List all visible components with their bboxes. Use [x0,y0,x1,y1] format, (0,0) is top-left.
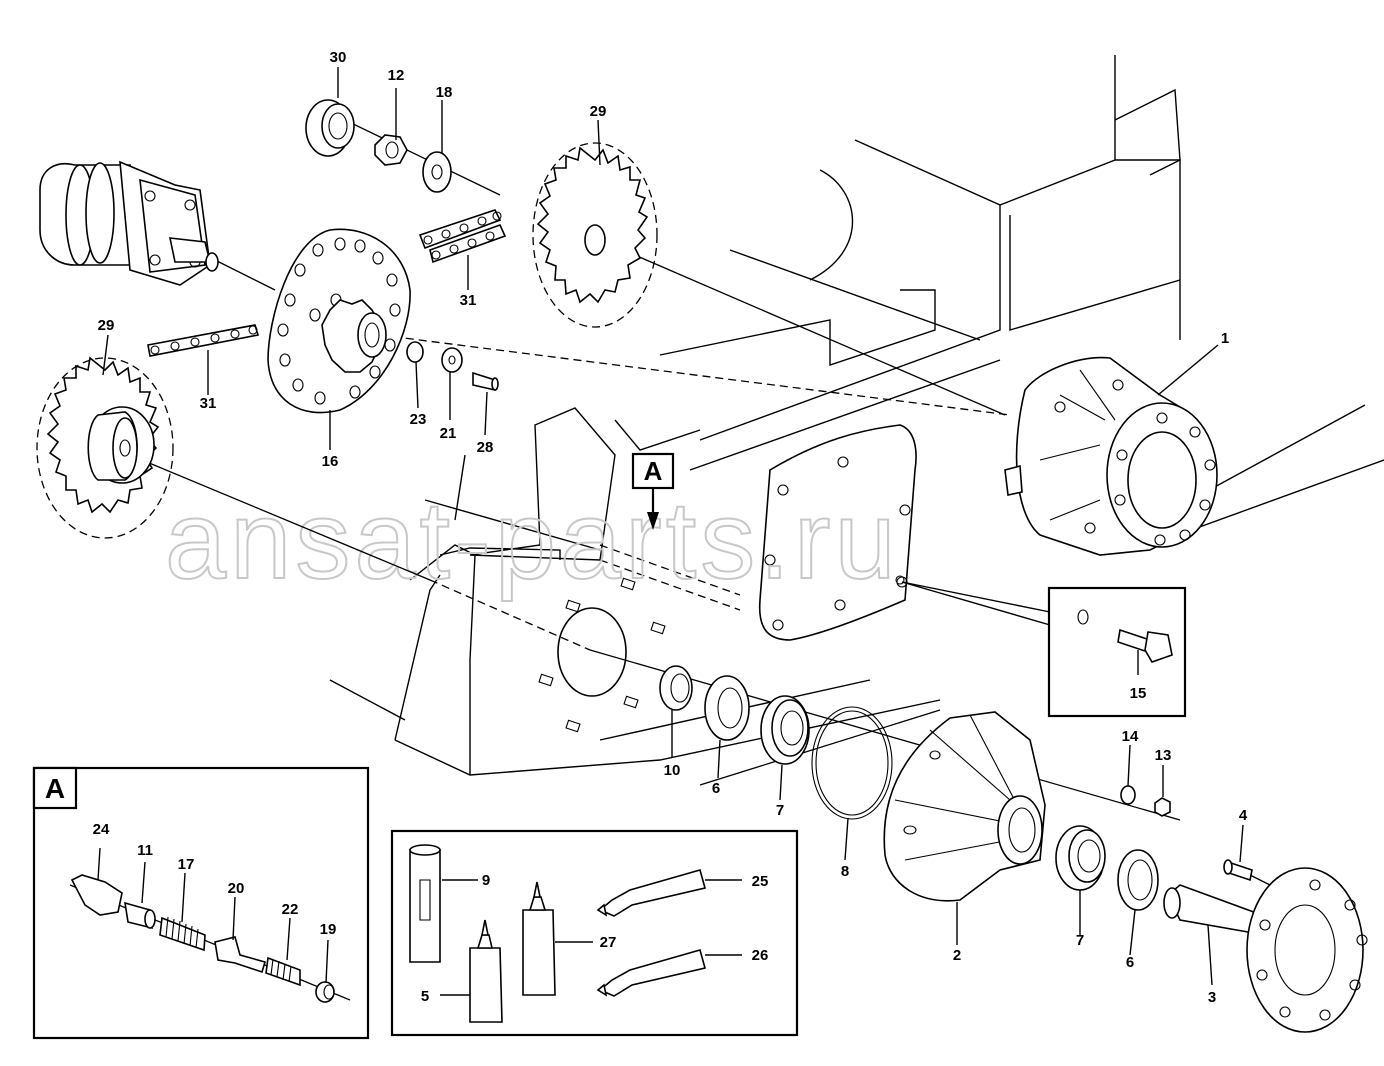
hydraulic-motor [39,160,219,286]
sprocket-lower [36,356,174,539]
callout-20: 20 [228,880,245,897]
callout-25: 25 [752,873,769,890]
inset-detail-a: A [32,766,370,1040]
callout-2: 2 [953,947,961,964]
callout-29-upper: 29 [590,103,607,120]
double-sprocket [267,228,411,414]
callout-28: 28 [477,439,494,456]
callout-11: 11 [137,842,153,859]
sprocket-upper [532,142,658,328]
axle-components [659,665,1368,1033]
seal-nut-washer [305,99,452,193]
callout-15: 15 [1130,685,1147,702]
callout-23: 23 [410,411,427,428]
callout-17: 17 [178,856,195,873]
callout-9: 9 [482,872,490,889]
callout-18: 18 [436,84,453,101]
callout-13: 13 [1155,747,1172,764]
callout-3: 3 [1208,989,1216,1006]
callout-14: 14 [1122,728,1139,745]
callout-8: 8 [841,863,849,880]
callout-21: 21 [440,425,457,442]
callout-24: 24 [93,821,110,838]
watermark: ansat-parts.ru [165,479,900,602]
callout-12: 12 [388,67,405,84]
callout-16: 16 [322,453,339,470]
callout-7-left: 7 [776,802,784,819]
callout-31-upper: 31 [460,292,477,309]
detail-marker-label: A [644,456,663,486]
consumables-box [390,829,799,1037]
callout-6-right: 6 [1126,954,1134,971]
bolt-detail-box [896,576,1187,718]
inset-label: A [45,773,65,804]
machine-frame [329,55,1384,776]
callout-5: 5 [421,988,429,1005]
callout-6-left: 6 [712,780,720,797]
callout-27: 27 [600,934,617,951]
leader-lines [97,67,1244,996]
callout-4: 4 [1239,807,1248,824]
callout-22: 22 [282,901,299,918]
detail-marker-a: A [631,452,675,530]
callout-29-lower: 29 [98,317,115,334]
callout-31-lower: 31 [200,395,217,412]
spacer-washer-bolt [406,341,499,392]
callout-26: 26 [752,947,769,964]
callout-1: 1 [1221,330,1229,347]
callout-10: 10 [664,762,681,779]
callout-30: 30 [330,49,347,66]
roller-chains [147,209,507,357]
callout-7-right: 7 [1076,932,1084,949]
hub-assembly-1 [1004,356,1218,556]
assembly-axes [129,119,1271,886]
callout-19: 19 [320,921,337,938]
callout-numbers: 30 12 18 29 31 29 31 23 21 28 16 1 15 10… [93,49,1248,1006]
